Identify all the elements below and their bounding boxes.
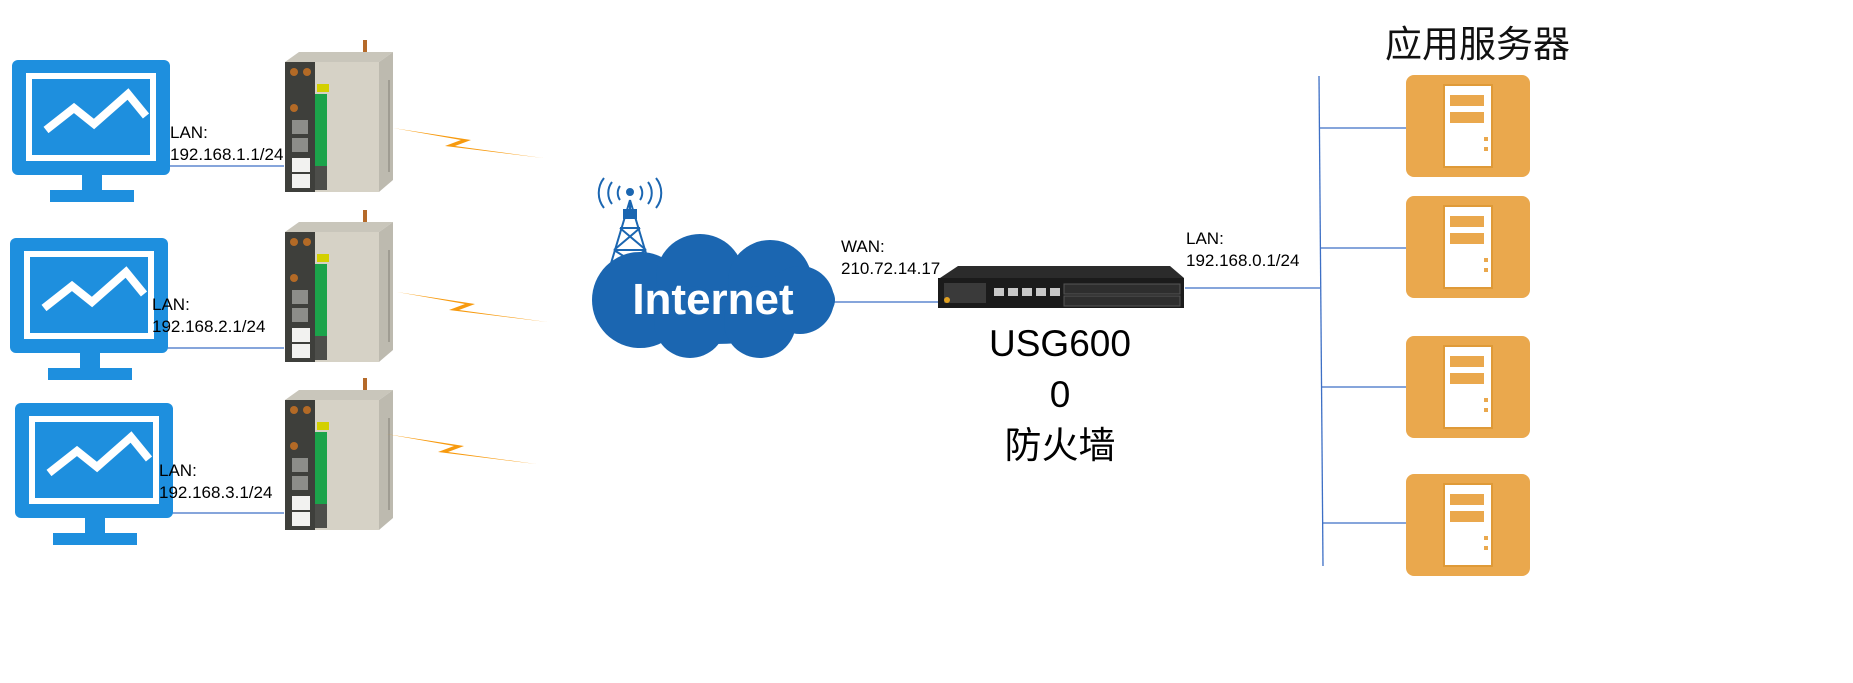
lan-bus bbox=[1318, 75, 1324, 567]
site2-lan-ip: 192.168.2.1/24 bbox=[152, 317, 266, 336]
firewall-caption: USG600 0 防火墙 bbox=[940, 318, 1180, 471]
firewall-lan-title: LAN: bbox=[1186, 229, 1224, 248]
site1-lan-title: LAN: bbox=[170, 123, 208, 142]
firewall-name-line2: 0 bbox=[1049, 374, 1071, 415]
internet-cloud-icon bbox=[592, 234, 835, 358]
firewall-device-icon bbox=[938, 266, 1184, 308]
site3-lan-label: LAN: 192.168.3.1/24 bbox=[159, 460, 272, 504]
site3-lan-ip: 192.168.3.1/24 bbox=[159, 483, 273, 502]
firewall-wan-ip: 210.72.14.17 bbox=[841, 259, 941, 278]
server-icon bbox=[1405, 195, 1531, 299]
lightning-bolt-icon bbox=[393, 128, 543, 158]
monitor-chart-icon bbox=[15, 403, 173, 545]
industrial-router-icon bbox=[283, 208, 395, 364]
site3-lan-title: LAN: bbox=[159, 461, 197, 480]
site2-lan-title: LAN: bbox=[152, 295, 190, 314]
firewall-wan-title: WAN: bbox=[841, 237, 885, 256]
firewall-name-line3: 防火墙 bbox=[1004, 425, 1116, 466]
industrial-router-icon bbox=[283, 38, 395, 194]
lightning-bolt-icon bbox=[397, 292, 547, 322]
site1-lan-ip: 192.168.1.1/24 bbox=[170, 145, 284, 164]
server-icon bbox=[1405, 74, 1531, 178]
industrial-router-icon bbox=[283, 376, 395, 532]
site1-lan-label: LAN: 192.168.1.1/24 bbox=[170, 122, 283, 166]
firewall-wan-label: WAN: 210.72.14.17 bbox=[841, 236, 940, 280]
app-server-title: 应用服务器 bbox=[1385, 23, 1570, 66]
firewall-lan-label: LAN: 192.168.0.1/24 bbox=[1186, 228, 1299, 272]
firewall-name-line1: USG600 bbox=[989, 323, 1131, 364]
internet-label: Internet bbox=[632, 275, 794, 324]
monitor-chart-icon bbox=[10, 238, 168, 380]
server-icon bbox=[1405, 335, 1531, 439]
firewall-lan-ip: 192.168.0.1/24 bbox=[1186, 251, 1300, 270]
site2-lan-label: LAN: 192.168.2.1/24 bbox=[152, 294, 265, 338]
server-icon bbox=[1405, 473, 1531, 577]
monitor-chart-icon bbox=[12, 60, 170, 202]
lightning-bolt-icon bbox=[386, 434, 536, 464]
